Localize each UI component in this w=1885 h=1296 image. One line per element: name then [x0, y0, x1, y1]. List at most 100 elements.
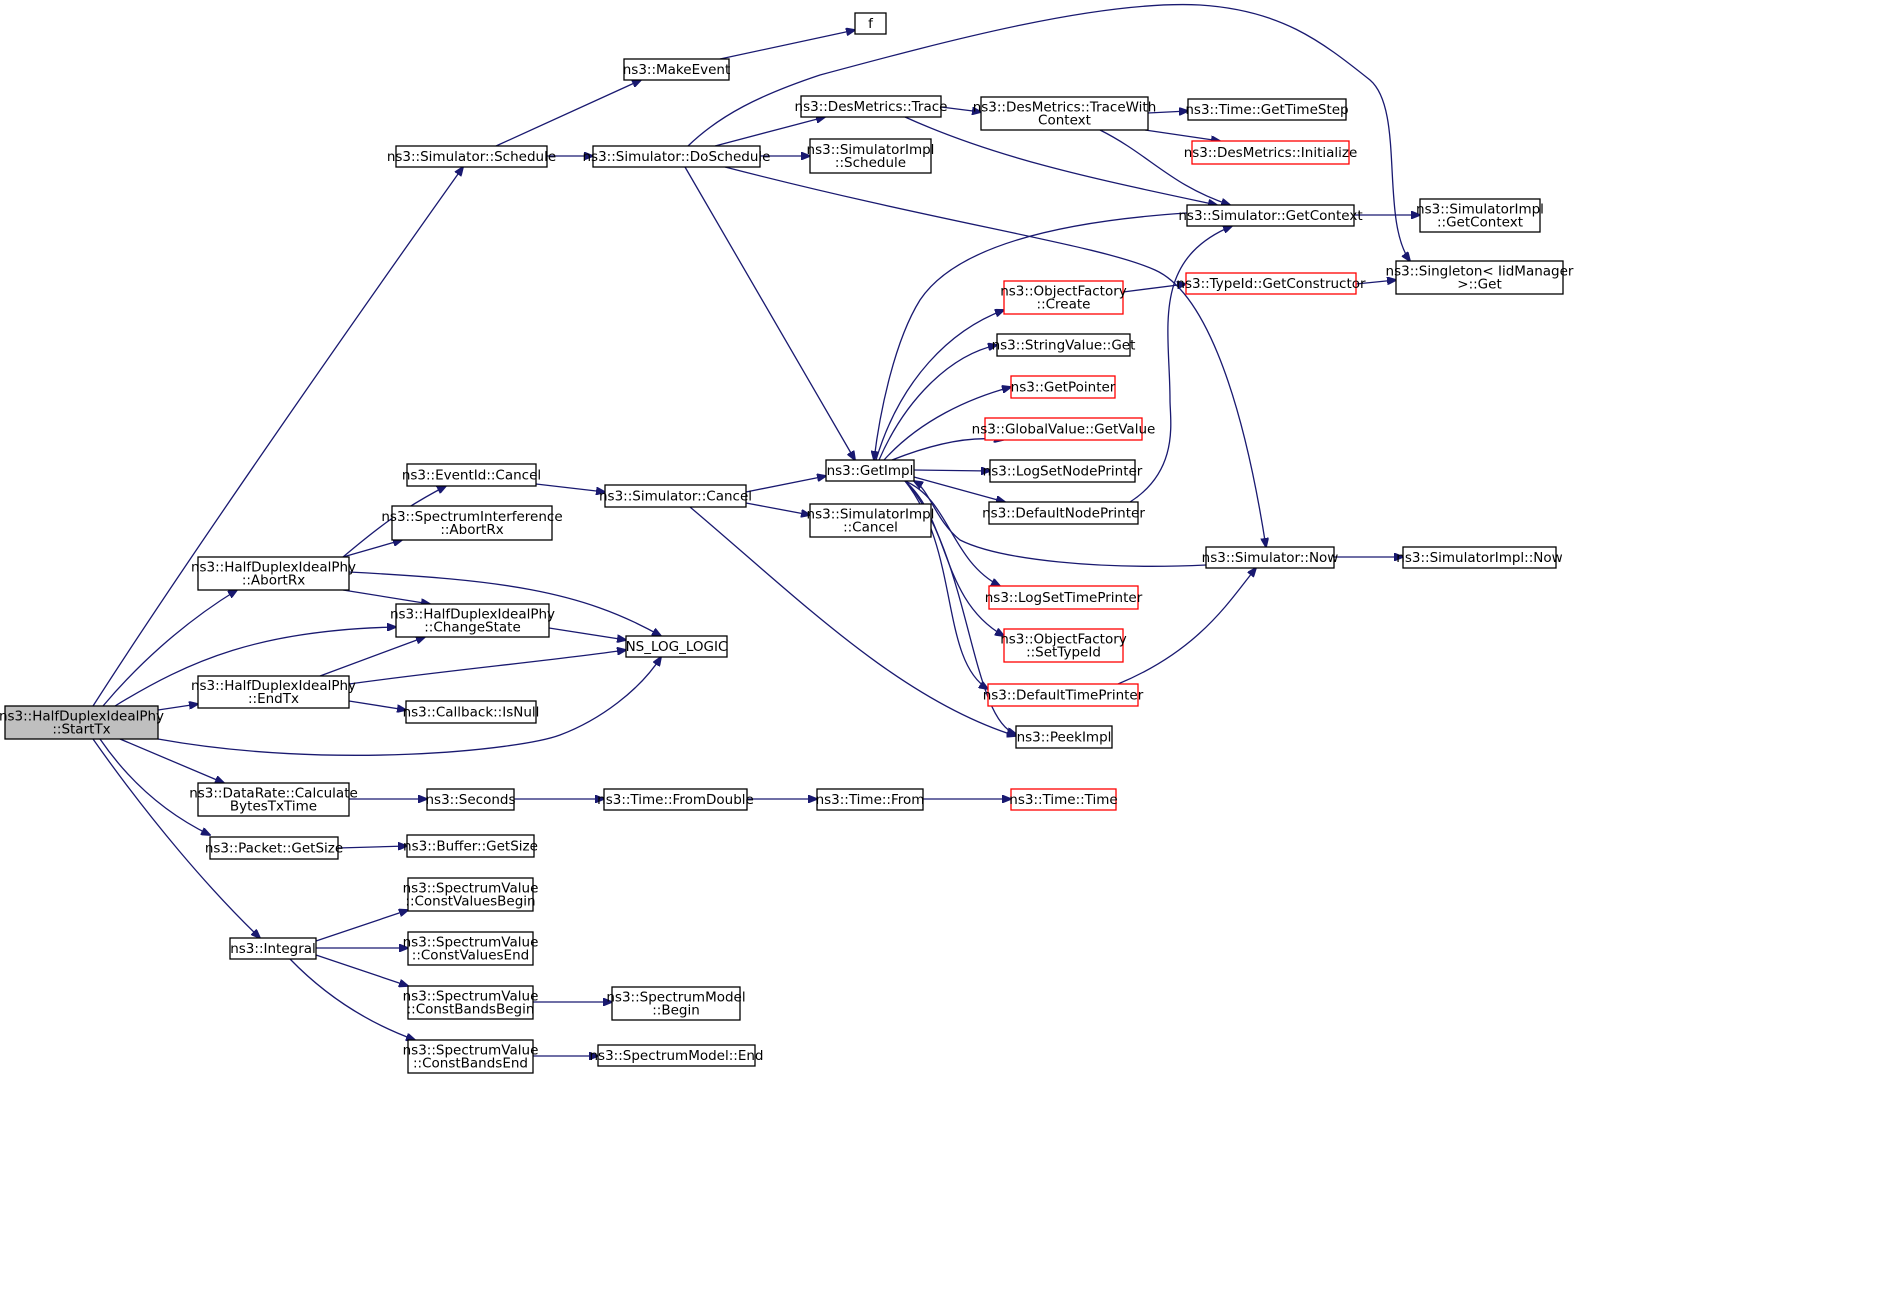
- edge-ofcreate-to-getconstructor: [1122, 284, 1186, 293]
- node-label: ns3::TypeId::GetConstructor: [1176, 276, 1366, 292]
- node-label: ns3::SpectrumModel::End: [590, 1048, 764, 1064]
- node-label: ns3::DefaultNodePrinter: [982, 506, 1145, 522]
- node-box: [800, 95, 942, 118]
- edge-getimpl-to-getpointer: [883, 387, 1011, 461]
- node-isnull[interactable]: ns3::Callback::IsNull: [403, 700, 540, 724]
- node-abortrx[interactable]: ns3::HalfDuplexIdealPhy::AbortRx: [191, 556, 356, 591]
- node-defaultnodeprinter[interactable]: ns3::DefaultNodePrinter: [982, 501, 1145, 525]
- node-label: ns3::Singleton< IidManager: [1386, 264, 1574, 280]
- node-label: ns3::HalfDuplexIdealPhy: [191, 678, 356, 694]
- edge-simnow-to-getimpl: [914, 481, 1207, 567]
- node-settypeid[interactable]: ns3::ObjectFactory::SetTypeId: [1000, 628, 1127, 663]
- node-logsettimeprinter[interactable]: ns3::LogSetTimePrinter: [985, 585, 1143, 610]
- node-label: ns3::DataRate::Calculate: [189, 786, 358, 802]
- node-label: ns3::StringValue::Get: [992, 338, 1136, 354]
- node-label: ns3::Time::GetTimeStep: [1185, 102, 1348, 118]
- node-label: ns3::SpectrumInterference: [381, 509, 562, 525]
- node-cvend[interactable]: ns3::SpectrumValue::ConstValuesEnd: [403, 931, 539, 966]
- node-getimpl[interactable]: ns3::GetImpl: [825, 459, 915, 482]
- node-label: ns3::DesMetrics::TraceWith: [973, 100, 1157, 116]
- node-label: ns3::SpectrumValue: [403, 1043, 539, 1059]
- node-logsetnodeprinter[interactable]: ns3::LogSetNodePrinter: [983, 459, 1143, 483]
- node-schedule[interactable]: ns3::Simulator::Schedule: [387, 145, 556, 168]
- node-packetgetsize[interactable]: ns3::Packet::GetSize: [205, 836, 343, 860]
- node-box: [1185, 272, 1357, 295]
- node-changestate[interactable]: ns3::HalfDuplexIdealPhy::ChangeState: [390, 603, 555, 638]
- node-implcancel[interactable]: ns3::SimulatorImpl::Cancel: [807, 503, 935, 538]
- node-specabortrx[interactable]: ns3::SpectrumInterference::AbortRx: [381, 505, 563, 541]
- node-timetime[interactable]: ns3::Time::Time: [1009, 788, 1118, 811]
- node-cvbegin[interactable]: ns3::SpectrumValue::ConstValuesBegin: [403, 877, 539, 912]
- node-implnow[interactable]: ns3::SimulatorImpl::Now: [1396, 546, 1563, 569]
- node-simcancel[interactable]: ns3::Simulator::Cancel: [599, 484, 752, 508]
- node-makeevent[interactable]: ns3::MakeEvent: [623, 58, 731, 81]
- node-box: [809, 138, 932, 174]
- node-seconds[interactable]: ns3::Seconds: [426, 788, 516, 811]
- node-box: [592, 145, 761, 168]
- node-ofcreate[interactable]: ns3::ObjectFactory::Create: [1000, 280, 1127, 315]
- node-box: [1010, 375, 1116, 399]
- edge-abortrx-to-eventcancel: [342, 486, 446, 558]
- node-smbegin[interactable]: ns3::SpectrumModel::Begin: [606, 986, 746, 1021]
- node-getpointer[interactable]: ns3::GetPointer: [1010, 375, 1116, 399]
- edge-starttx-to-nslog: [157, 657, 661, 756]
- node-label: ns3::SimulatorImpl: [1416, 202, 1544, 218]
- node-getcontext[interactable]: ns3::Simulator::GetContext: [1178, 204, 1363, 227]
- node-endtx[interactable]: ns3::HalfDuplexIdealPhy::EndTx: [191, 675, 356, 709]
- node-integral[interactable]: ns3::Integral: [229, 937, 317, 960]
- node-simimplschedule[interactable]: ns3::SimulatorImpl::Schedule: [807, 138, 935, 174]
- edge-starttx-to-changestate: [114, 627, 396, 707]
- edge-tracewithcontext-to-desinit: [1144, 129, 1220, 141]
- node-desinit[interactable]: ns3::DesMetrics::Initialize: [1184, 140, 1358, 165]
- edges-layer: [92, 3, 1420, 1056]
- node-gettimestep[interactable]: ns3::Time::GetTimeStep: [1185, 98, 1349, 121]
- node-eventcancel[interactable]: ns3::EventId::Cancel: [402, 463, 541, 487]
- edge-tracewithcontext-to-getcontext: [1099, 129, 1230, 205]
- node-label: ::SetTypeId: [1026, 645, 1101, 661]
- node-getconstructor[interactable]: ns3::TypeId::GetConstructor: [1176, 272, 1366, 295]
- node-nslog[interactable]: NS_LOG_LOGIC: [625, 635, 728, 658]
- node-timefrom[interactable]: ns3::Time::From: [816, 788, 925, 811]
- node-box: [407, 1039, 534, 1074]
- node-box: [407, 985, 534, 1020]
- node-starttx[interactable]: ns3::HalfDuplexIdealPhy::StartTx: [0, 705, 164, 740]
- edge-endtx-to-changestate: [319, 637, 425, 677]
- node-label: ::Create: [1037, 297, 1091, 313]
- node-smend[interactable]: ns3::SpectrumModel::End: [590, 1044, 764, 1067]
- node-implgetcontext[interactable]: ns3::SimulatorImpl::GetContext: [1416, 198, 1544, 233]
- node-label: ns3::Simulator::Schedule: [387, 149, 556, 165]
- node-label: ns3::Integral: [230, 941, 316, 957]
- node-box: [197, 675, 350, 709]
- edge-integral-to-cbend: [289, 958, 415, 1040]
- node-label: Context: [1038, 113, 1091, 129]
- node-label: ::AbortRx: [242, 573, 305, 589]
- node-label: ::ConstBandsBegin: [407, 1002, 535, 1018]
- node-defaulttimeprinter[interactable]: ns3::DefaultTimePrinter: [983, 683, 1144, 707]
- node-cbbegin[interactable]: ns3::SpectrumValue::ConstBandsBegin: [403, 985, 539, 1020]
- node-fromdouble[interactable]: ns3::Time::FromDouble: [597, 788, 754, 811]
- node-desmetricstrace[interactable]: ns3::DesMetrics::Trace: [795, 95, 948, 118]
- node-simnow[interactable]: ns3::Simulator::Now: [1202, 546, 1339, 569]
- node-singleton[interactable]: ns3::Singleton< IidManager>::Get: [1386, 260, 1574, 295]
- node-label: ns3::SpectrumModel: [606, 990, 745, 1006]
- node-globalgetvalue[interactable]: ns3::GlobalValue::GetValue: [972, 417, 1156, 441]
- edge-getimpl-to-ofcreate: [875, 310, 1004, 461]
- edge-endtx-to-nslog: [348, 650, 626, 685]
- node-label: ns3::PeekImpl: [1017, 730, 1112, 746]
- edge-simcancel-to-getimpl: [745, 476, 826, 493]
- node-label: ns3::DefaultTimePrinter: [983, 688, 1144, 704]
- edge-starttx-to-abortrx: [102, 590, 237, 707]
- node-cbend[interactable]: ns3::SpectrumValue::ConstBandsEnd: [403, 1039, 539, 1074]
- edge-endtx-to-isnull: [348, 700, 406, 710]
- node-box: [604, 484, 747, 508]
- node-peekimpl[interactable]: ns3::PeekImpl: [1015, 725, 1113, 749]
- node-box: [988, 585, 1139, 610]
- node-box: [611, 986, 741, 1021]
- node-f[interactable]: f: [854, 12, 887, 35]
- node-stringget[interactable]: ns3::StringValue::Get: [992, 333, 1136, 357]
- node-doschedule[interactable]: ns3::Simulator::DoSchedule: [583, 145, 771, 168]
- node-buffergetsize[interactable]: ns3::Buffer::GetSize: [403, 834, 538, 858]
